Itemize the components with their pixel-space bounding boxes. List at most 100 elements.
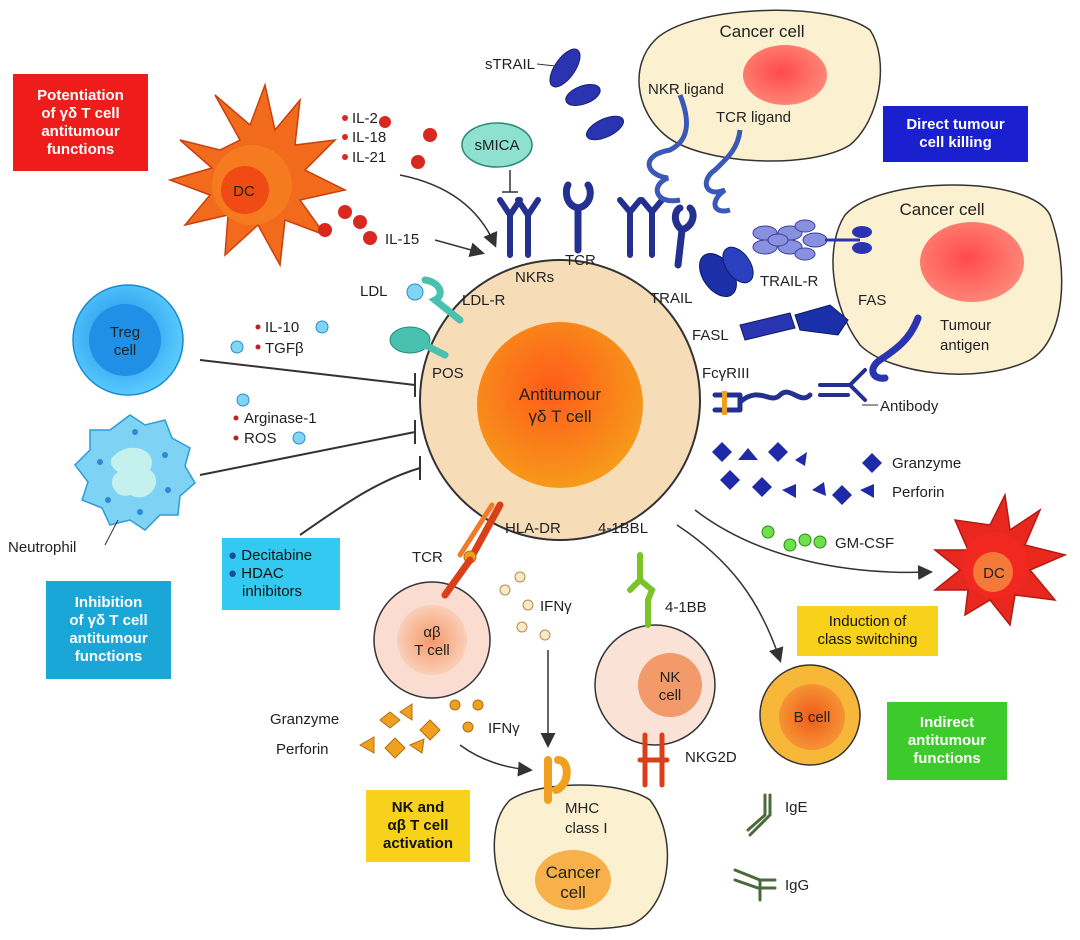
nk-cell-label-1: NK [660, 669, 681, 686]
ab-t-cell-label-1: αβ [423, 624, 441, 641]
il21-label: IL-21 [352, 149, 386, 166]
potentiation-box: Potentiation of γδ T cell antitumour fun… [13, 74, 148, 171]
gmcsf-label: GM-CSF [835, 535, 894, 552]
dc-left [167, 82, 348, 268]
activation-line-2: αβ T cell [387, 817, 449, 834]
drugs-line-1: ● Decitabine [228, 547, 313, 564]
b-cell-arrow [676, 524, 784, 663]
antibody-label: Antibody [880, 398, 939, 415]
fas-molecule [794, 304, 849, 336]
ab-t-cell-nucleus [397, 605, 467, 675]
igg-label: IgG [785, 877, 809, 894]
strail-label: sTRAIL [485, 56, 535, 73]
drugs-line-3: inhibitors [242, 583, 303, 600]
ldlr-label: LDL-R [462, 292, 506, 309]
inhibition-line-2: of γδ T cell [69, 612, 148, 629]
fasl-molecule [739, 312, 796, 341]
b-cell-label: B cell [794, 709, 831, 726]
perforin-right-label: Perforin [892, 484, 945, 501]
tumour-antigen-label-1: Tumour [940, 317, 991, 334]
tcr-label: TCR [565, 252, 596, 269]
ros-label: ROS [244, 430, 277, 447]
strail-leader [536, 63, 556, 67]
ige-label: IgE [785, 799, 808, 816]
direct-killing-line-1: Direct tumour [906, 116, 1005, 133]
cancer-cell-right-label: Cancer cell [899, 200, 984, 219]
gd-t-cell-label-2: γδ T cell [529, 407, 592, 426]
potentiation-line-1: Potentiation [37, 86, 124, 104]
nkrs-label: NKRs [515, 269, 554, 286]
nkg2d-label: NKG2D [685, 749, 737, 766]
gmcsf-arrow [694, 509, 933, 580]
tcr-ligand [703, 129, 743, 214]
direct-killing-line-2: cell killing [919, 134, 992, 151]
trail-r-label: TRAIL-R [760, 273, 819, 290]
cancer-cell-top-nucleus [743, 45, 827, 105]
tgfb-dot [230, 340, 244, 354]
activation-box: NK and αβ T cell activation [366, 790, 470, 862]
tumour-antigen-label-2: antigen [940, 337, 989, 354]
nk-cell-nucleus [638, 653, 702, 717]
ldl-dot [406, 283, 424, 301]
treg-label-2: cell [114, 342, 137, 359]
inhibition-box: Inhibition of γδ T cell antitumour funct… [46, 581, 171, 679]
neutrophil-leader [104, 519, 119, 546]
strail-molecules [549, 48, 625, 141]
activation-line-1: NK and [391, 799, 445, 816]
class-switching-line-1: Induction of [828, 613, 907, 630]
inhibition-line-1: Inhibition [74, 594, 143, 611]
tcr-receptor [562, 181, 594, 254]
trail-molecule-2 [722, 246, 754, 284]
gmcsf-dots [761, 525, 827, 552]
ifng-bottom-label: IFNγ [488, 720, 520, 737]
cancer-cell-bottom-label-1: Cancer [546, 863, 601, 882]
drug-inhibition-line [299, 456, 421, 536]
ab-t-cell-label-2: T cell [414, 642, 450, 659]
b-cell-nucleus [779, 684, 845, 750]
fasl-label: FASL [692, 327, 729, 344]
neutrophil-inhibition-line [199, 420, 416, 476]
indirect-line-2: antitumour [907, 732, 987, 749]
bb-label: 4-1BB [665, 599, 707, 616]
treg-inhibition-line [199, 359, 416, 397]
dc-left-label: DC [233, 183, 255, 200]
mhc-label-2: class I [565, 820, 608, 837]
granzyme-right-label: Granzyme [892, 455, 961, 472]
gd-t-cell-label-1: Antitumour [519, 385, 602, 404]
potentiation-line-4: functions [46, 140, 115, 158]
neutrophil-label: Neutrophil [8, 539, 76, 556]
smica-inhibition [502, 170, 518, 193]
potentiation-line-2: of γδ T cell [41, 104, 120, 122]
ldl-receptor [421, 276, 464, 324]
bbl-molecule [627, 552, 656, 628]
pos-molecule [389, 326, 431, 354]
antibody [818, 368, 867, 402]
tgfb-bullet [255, 344, 261, 350]
bbl-label: 4-1BBL [598, 520, 648, 537]
arginase-bullet [233, 415, 239, 421]
mhc-molecule [544, 756, 571, 804]
tcr-receptor-2 [671, 204, 697, 269]
il10-dot [315, 320, 329, 334]
fcgr-receptor [712, 389, 813, 413]
fcgr-stripe [722, 391, 727, 415]
ifng-bottom-arrow [459, 744, 533, 777]
pos-stalk [421, 341, 449, 359]
neutrophil-cell [74, 414, 196, 531]
tcr-bottom-label: TCR [412, 549, 443, 566]
il2-label: IL-2 [352, 110, 378, 127]
ros-bullet [233, 435, 239, 441]
activation-line-3: activation [382, 835, 454, 852]
ldl-label: LDL [360, 283, 388, 300]
arginase-label: Arginase-1 [244, 410, 317, 427]
potentiation-line-3: antitumour [41, 122, 120, 140]
tcr-ligand-label: TCR ligand [716, 109, 791, 126]
hla-dr-label: HLA-DR [505, 520, 561, 537]
direct-killing-box: Direct tumour cell killing [883, 106, 1028, 162]
drugs-line-2: ● HDAC [228, 565, 284, 582]
trail-label: TRAIL [650, 290, 693, 307]
granzyme-perforin-right [712, 442, 882, 505]
inhibition-line-4: functions [74, 648, 143, 665]
pos-label: POS [432, 365, 464, 382]
